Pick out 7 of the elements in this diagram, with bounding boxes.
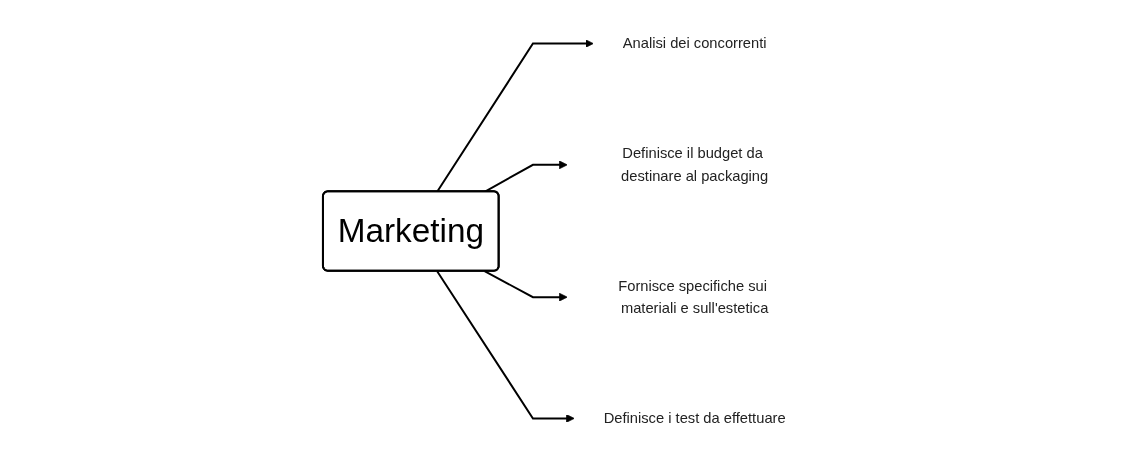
arrow: [436, 270, 575, 423]
arrow: [483, 270, 568, 302]
node-text: Analisi dei concorrenti: [622, 34, 767, 52]
arrow: [436, 39, 594, 193]
node-text: Definisce il budget da destinare al packaging: [621, 144, 769, 184]
node-text: Definisce i test da effettuare: [603, 409, 786, 427]
node-text: Fornisce specifiche sui materiali e sull'estetica: [618, 277, 769, 316]
